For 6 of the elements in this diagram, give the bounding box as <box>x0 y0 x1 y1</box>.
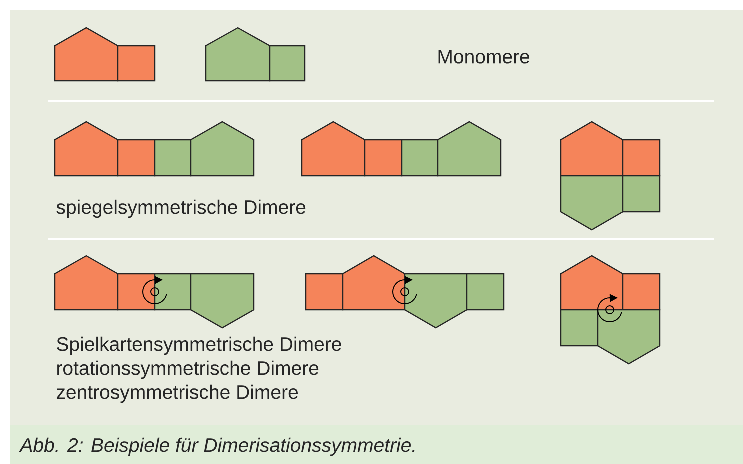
caption: Abb. 2: Beispiele für Dimerisationssymmetrie. <box>10 425 743 464</box>
label: Spielkartensymmetrische Dimere <box>57 336 342 356</box>
label: Monomere <box>438 50 530 64</box>
label: rotationssymmetrische Dimere <box>58 360 319 380</box>
label: spiegelsymmetrische Dimere <box>56 200 306 218</box>
label: zentrosymmetrische Dimere <box>57 384 298 404</box>
